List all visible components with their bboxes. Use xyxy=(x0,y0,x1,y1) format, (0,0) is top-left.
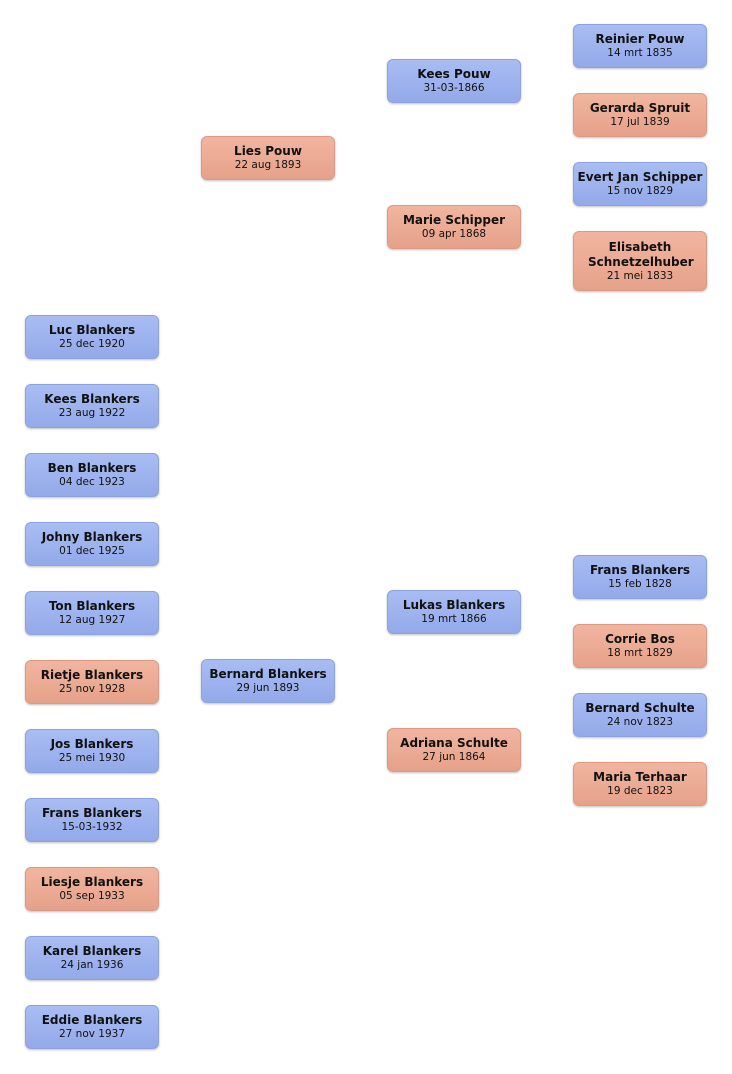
person-card-jos-blankers[interactable]: Jos Blankers 25 mei 1930 xyxy=(25,729,159,773)
person-card-bernard-blankers[interactable]: Bernard Blankers 29 jun 1893 xyxy=(201,659,335,703)
person-card-johny-blankers[interactable]: Johny Blankers 01 dec 1925 xyxy=(25,522,159,566)
person-name: Corrie Bos xyxy=(605,632,675,646)
person-date: 22 aug 1893 xyxy=(234,159,302,171)
person-name: Bernard Schulte xyxy=(585,701,695,715)
person-date: 21 mei 1833 xyxy=(606,269,674,282)
person-name: Eddie Blankers xyxy=(41,1013,143,1027)
person-date: 12 aug 1927 xyxy=(58,614,126,626)
person-card-reinier-pouw[interactable]: Reinier Pouw 14 mrt 1835 xyxy=(573,24,707,68)
person-date: 25 mei 1930 xyxy=(58,752,126,764)
person-name: Karel Blankers xyxy=(42,944,142,958)
person-date: 23 aug 1922 xyxy=(58,407,126,419)
person-name: Lukas Blankers xyxy=(402,598,506,612)
person-date: 14 mrt 1835 xyxy=(607,47,673,59)
person-card-lukas-blankers[interactable]: Lukas Blankers 19 mrt 1866 xyxy=(387,590,521,634)
person-date: 19 mrt 1866 xyxy=(421,613,487,625)
person-card-gerarda-spruit[interactable]: Gerarda Spruit 17 jul 1839 xyxy=(573,93,707,137)
person-card-ton-blankers[interactable]: Ton Blankers 12 aug 1927 xyxy=(25,591,159,635)
person-name: Jos Blankers xyxy=(50,737,134,751)
person-card-luc-blankers[interactable]: Luc Blankers 25 dec 1920 xyxy=(25,315,159,359)
person-card-elisabeth-schnetzelhuber[interactable]: Elisabeth Schnetzelhuber 21 mei 1833 xyxy=(573,231,707,291)
person-name: Ben Blankers xyxy=(47,461,137,475)
person-date: 15-03-1932 xyxy=(61,821,123,833)
person-card-ben-blankers[interactable]: Ben Blankers 04 dec 1923 xyxy=(25,453,159,497)
person-date: 18 mrt 1829 xyxy=(607,647,673,659)
person-name: Luc Blankers xyxy=(48,323,136,337)
person-date: 05 sep 1933 xyxy=(59,890,125,902)
person-card-rietje-blankers[interactable]: Rietje Blankers 25 nov 1928 xyxy=(25,660,159,704)
person-date: 01 dec 1925 xyxy=(59,545,125,557)
person-name: Kees Pouw xyxy=(417,67,491,81)
person-date: 24 nov 1823 xyxy=(606,716,674,728)
person-name: Bernard Blankers xyxy=(209,667,327,681)
person-card-evert-jan-schipper[interactable]: Evert Jan Schipper 15 nov 1829 xyxy=(573,162,707,206)
person-card-kees-blankers[interactable]: Kees Blankers 23 aug 1922 xyxy=(25,384,159,428)
person-name: Kees Blankers xyxy=(44,392,140,406)
person-name: Frans Blankers xyxy=(589,563,691,577)
person-name: Rietje Blankers xyxy=(40,668,144,682)
person-name: Lies Pouw xyxy=(234,144,302,158)
person-name: Maria Terhaar xyxy=(593,770,687,784)
person-card-marie-schipper[interactable]: Marie Schipper 09 apr 1868 xyxy=(387,205,521,249)
person-name: Liesje Blankers xyxy=(40,875,144,889)
person-card-kees-pouw[interactable]: Kees Pouw 31-03-1866 xyxy=(387,59,521,103)
person-date: 09 apr 1868 xyxy=(421,228,487,240)
person-date: 29 jun 1893 xyxy=(236,682,300,694)
person-card-eddie-blankers[interactable]: Eddie Blankers 27 nov 1937 xyxy=(25,1005,159,1049)
person-date: 25 dec 1920 xyxy=(59,338,125,350)
person-name: Frans Blankers xyxy=(41,806,143,820)
person-name: Johny Blankers xyxy=(41,530,143,544)
person-name: Adriana Schulte xyxy=(400,736,508,750)
person-name: Elisabeth Schnetzelhuber xyxy=(588,239,694,269)
person-date: 15 feb 1828 xyxy=(608,578,672,590)
person-name: Evert Jan Schipper xyxy=(577,170,703,184)
person-card-bernard-schulte[interactable]: Bernard Schulte 24 nov 1823 xyxy=(573,693,707,737)
person-date: 19 dec 1823 xyxy=(607,785,673,797)
person-date: 17 jul 1839 xyxy=(610,116,670,128)
person-card-frans-blankers[interactable]: Frans Blankers 15-03-1932 xyxy=(25,798,159,842)
person-date: 31-03-1866 xyxy=(423,82,485,94)
person-card-karel-blankers[interactable]: Karel Blankers 24 jan 1936 xyxy=(25,936,159,980)
person-date: 27 nov 1937 xyxy=(58,1028,126,1040)
person-card-corrie-bos[interactable]: Corrie Bos 18 mrt 1829 xyxy=(573,624,707,668)
person-card-lies-pouw[interactable]: Lies Pouw 22 aug 1893 xyxy=(201,136,335,180)
person-card-frans-blankers-sr[interactable]: Frans Blankers 15 feb 1828 xyxy=(573,555,707,599)
person-date: 25 nov 1928 xyxy=(58,683,126,695)
person-name: Marie Schipper xyxy=(402,213,506,227)
person-name: Ton Blankers xyxy=(48,599,136,613)
person-date: 27 jun 1864 xyxy=(422,751,486,763)
person-date: 24 jan 1936 xyxy=(60,959,124,971)
person-card-adriana-schulte[interactable]: Adriana Schulte 27 jun 1864 xyxy=(387,728,521,772)
person-card-liesje-blankers[interactable]: Liesje Blankers 05 sep 1933 xyxy=(25,867,159,911)
person-date: 04 dec 1923 xyxy=(59,476,125,488)
person-name: Reinier Pouw xyxy=(595,32,685,46)
person-card-maria-terhaar[interactable]: Maria Terhaar 19 dec 1823 xyxy=(573,762,707,806)
person-name: Gerarda Spruit xyxy=(589,101,691,115)
person-date: 15 nov 1829 xyxy=(606,185,674,197)
